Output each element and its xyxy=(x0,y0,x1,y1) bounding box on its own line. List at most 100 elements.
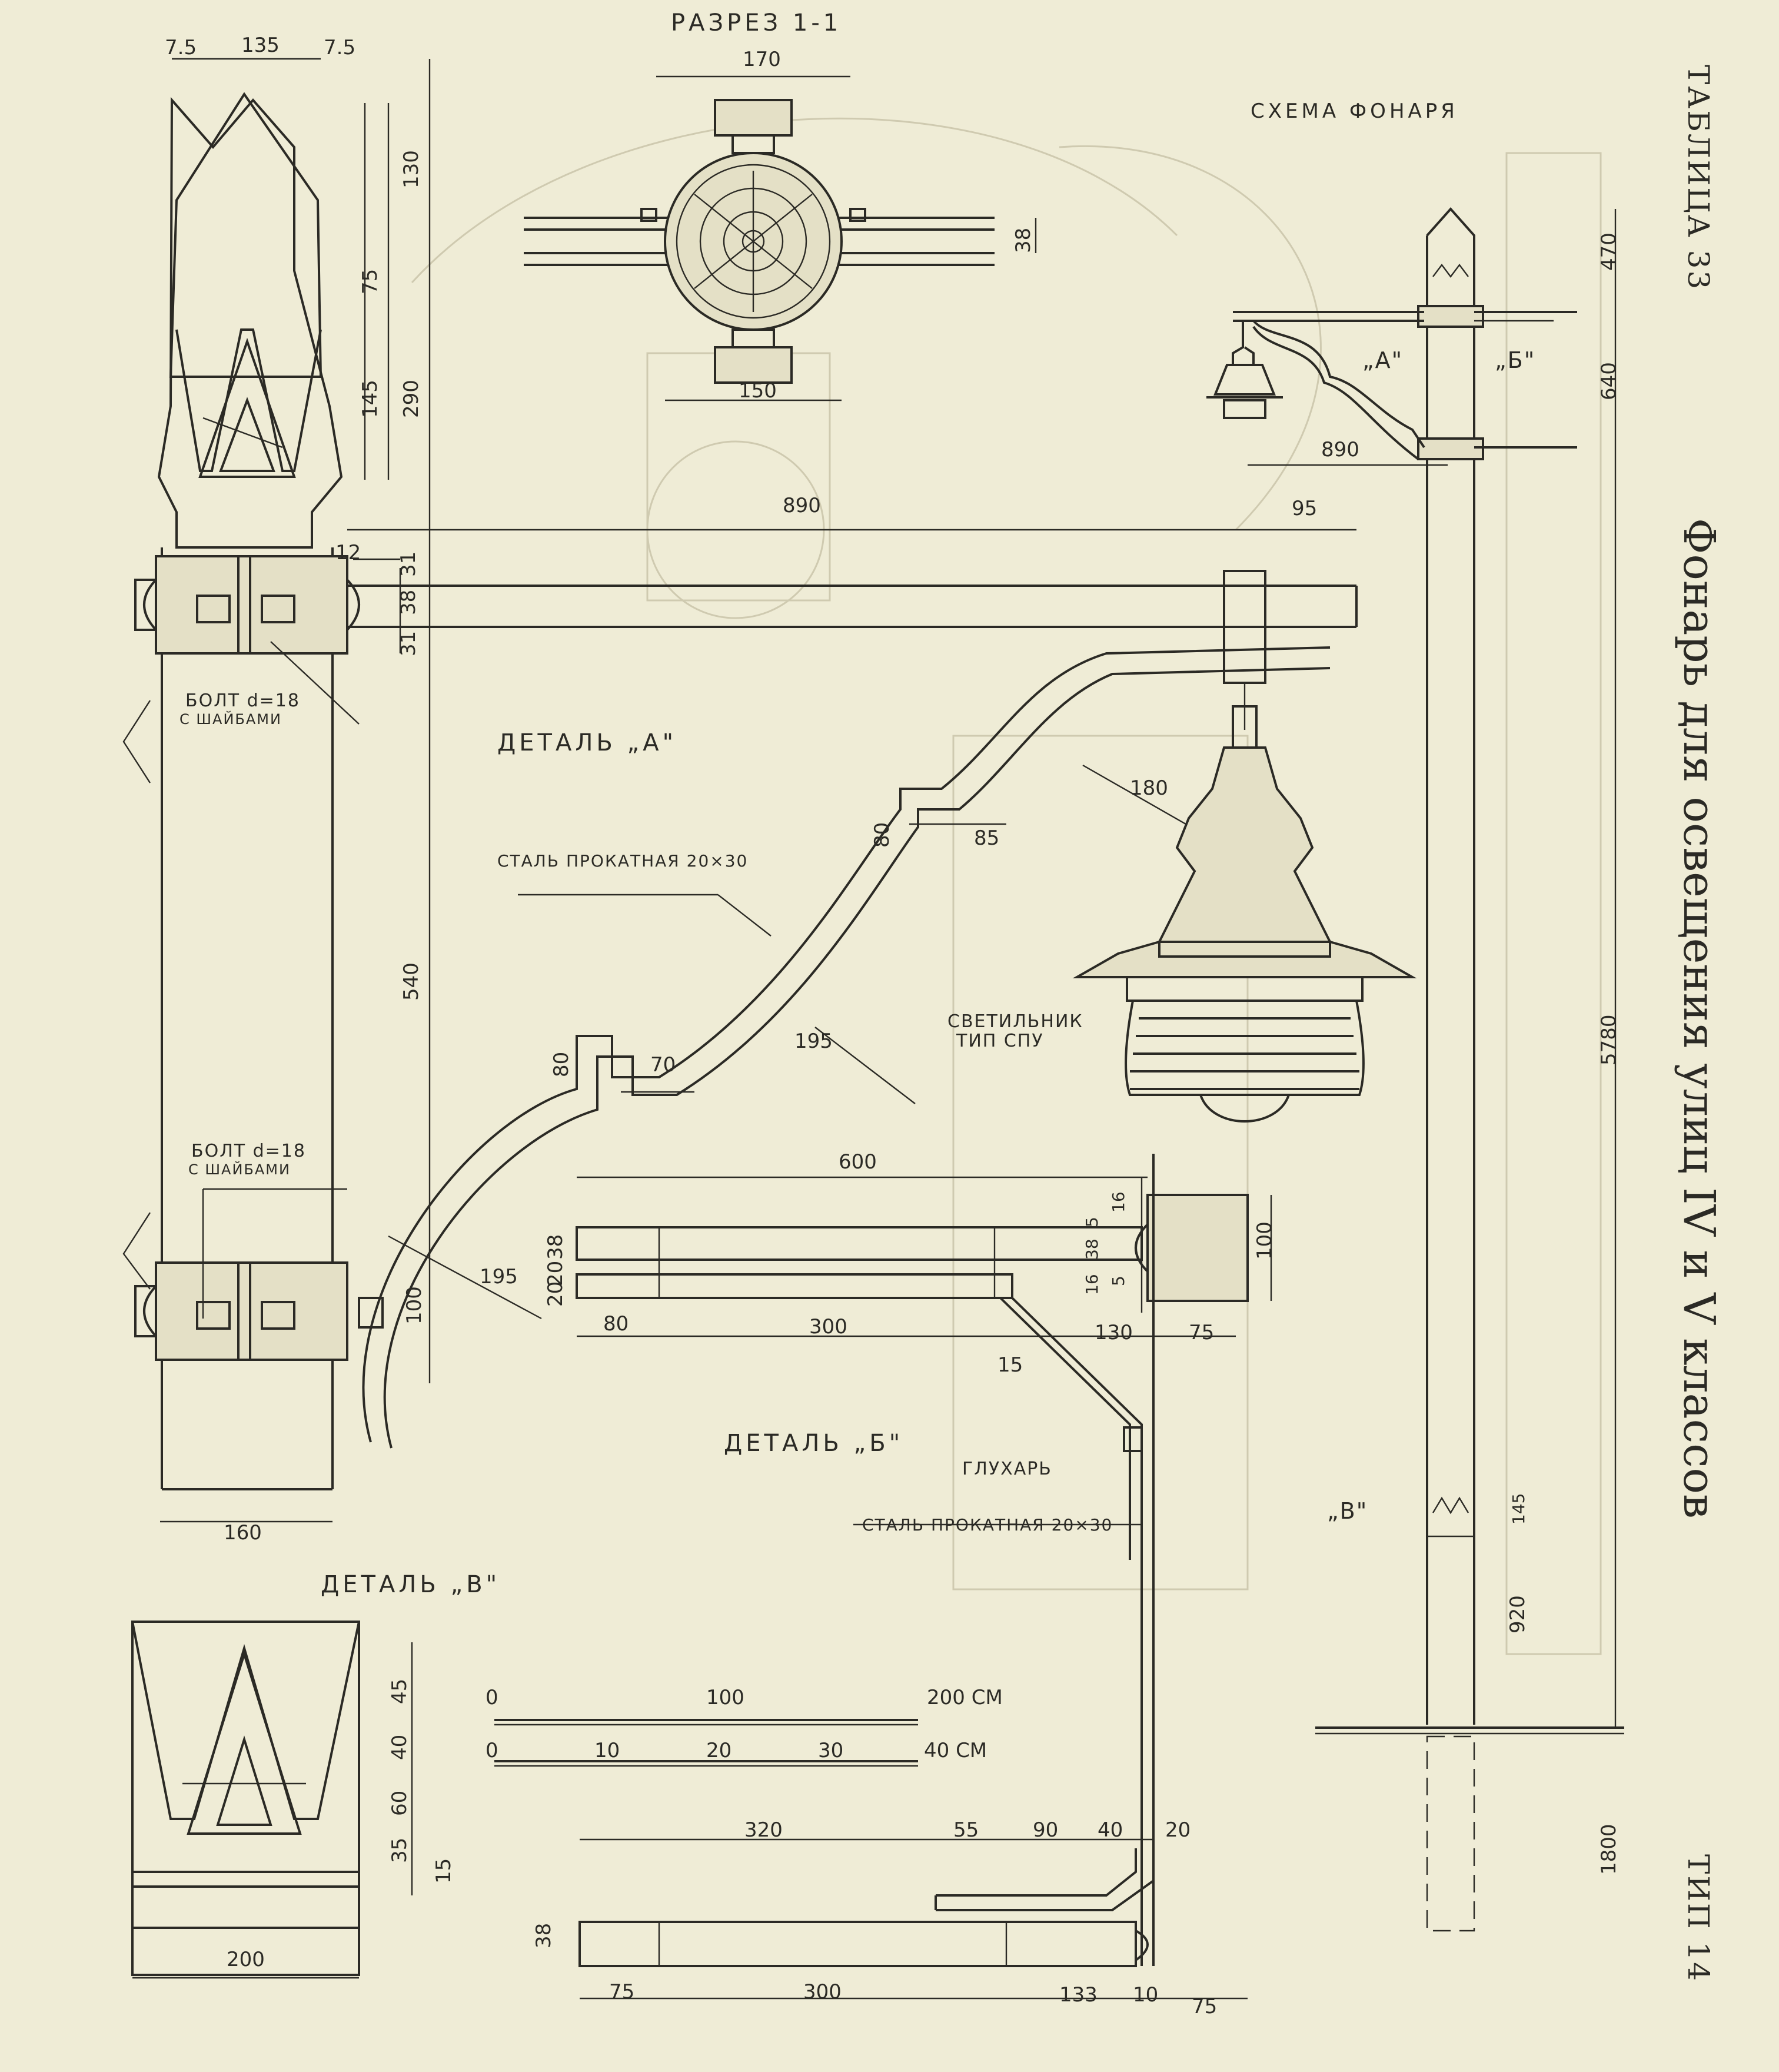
dim: 15 xyxy=(432,1858,455,1884)
dim: 130 xyxy=(1095,1321,1133,1344)
scale-label: 20 xyxy=(706,1739,731,1762)
steel-label-1: СТАЛЬ ПРОКАТНАЯ 20×30 xyxy=(497,851,748,871)
type-label: ТИП 14 xyxy=(1681,1854,1715,1983)
detail-v-label: ДЕТАЛЬ „В" xyxy=(321,1571,500,1598)
dim: 75 xyxy=(1189,1321,1214,1344)
detail-a-bracket xyxy=(358,570,1331,1449)
lamp-scheme xyxy=(1206,207,1624,1932)
dim: 31 xyxy=(397,631,420,656)
dim: 80 xyxy=(550,1052,573,1077)
dim: 890 xyxy=(1321,438,1359,461)
scale-label: 0 xyxy=(486,1686,498,1709)
sheet-title: Фонарь для освещения улиц IV и V классов xyxy=(1674,518,1724,1519)
scale-label: 40 СМ xyxy=(924,1739,987,1762)
dim: 130 xyxy=(400,150,423,188)
dim: 5 xyxy=(1082,1217,1102,1227)
dim: 290 xyxy=(400,380,423,418)
dim: 195 xyxy=(480,1265,518,1289)
lamp-ribs xyxy=(1130,1017,1359,1090)
dim: 38 xyxy=(544,1234,567,1260)
scheme-a-label: „А" xyxy=(1362,347,1403,373)
dim: 38 xyxy=(1082,1238,1102,1260)
dim: 20 xyxy=(1165,1818,1191,1842)
dim: 320 xyxy=(744,1818,783,1842)
dimension-labels: 7.5 135 7.5 12 160 890 95 180 85 195 70 … xyxy=(165,34,1621,2018)
dim: 1800 xyxy=(1597,1824,1621,1875)
scale-bars xyxy=(494,1719,918,1767)
background-ghost xyxy=(411,117,1602,1655)
dim: 12 xyxy=(335,541,361,565)
dim: 31 xyxy=(397,552,420,577)
dim: 15 xyxy=(997,1353,1023,1377)
section-1-1 xyxy=(524,75,1037,401)
detail-b xyxy=(576,1154,1272,1966)
scheme-label: СХЕМА ФОНАРЯ xyxy=(1251,99,1458,123)
dim: 640 xyxy=(1597,362,1621,400)
dim: 890 xyxy=(783,494,821,517)
dim: 300 xyxy=(809,1315,847,1339)
lamp-label-2: ТИП СПУ xyxy=(956,1031,1044,1051)
dim: 600 xyxy=(839,1150,877,1174)
dim: 180 xyxy=(1130,776,1168,800)
dim: 38 xyxy=(397,590,420,615)
dim: 7.5 xyxy=(165,36,197,59)
dim: 7.5 xyxy=(324,36,355,59)
dim: 10 xyxy=(1133,1983,1158,2007)
scale-label: 0 xyxy=(486,1739,498,1762)
dim: 135 xyxy=(241,34,280,57)
dim: 20 xyxy=(544,1261,567,1286)
scheme-b-label: „Б" xyxy=(1495,347,1535,373)
dim: 100 xyxy=(1253,1221,1276,1260)
dim: 38 xyxy=(1012,228,1035,253)
scale-label: 10 xyxy=(594,1739,620,1762)
dim: 75 xyxy=(1192,1995,1217,2018)
bolt-label-2: БОЛТ d=18 xyxy=(191,1141,306,1161)
dim: 300 xyxy=(803,1980,842,2004)
dim: 920 xyxy=(1506,1595,1529,1633)
dim: 150 xyxy=(739,379,777,403)
dim: 55 xyxy=(953,1818,979,1842)
section-label: РАЗРЕЗ 1-1 xyxy=(671,9,842,36)
lamp-label-1: СВЕТИЛЬНИК xyxy=(947,1011,1083,1032)
bolt-label-2b: С ШАЙБАМИ xyxy=(188,1161,291,1178)
dim: 195 xyxy=(794,1030,833,1053)
scale-label: 200 СМ xyxy=(927,1686,1003,1709)
dim: 170 xyxy=(743,48,781,71)
dim: 85 xyxy=(974,826,999,850)
blind-label: ГЛУХАРЬ xyxy=(962,1459,1052,1479)
dim: 75 xyxy=(609,1980,634,2004)
steel-label-2: СТАЛЬ ПРОКАТНАЯ 20×30 xyxy=(862,1515,1113,1535)
dim: 16 xyxy=(1082,1274,1102,1295)
detail-bottom-arm xyxy=(578,1838,1248,2000)
dim: 95 xyxy=(1292,497,1317,520)
post-elevation xyxy=(122,58,1358,1523)
lamp-svu xyxy=(1072,705,1417,1123)
dim: 200 xyxy=(227,1948,265,1971)
dim: 100 xyxy=(403,1286,426,1324)
dim: 540 xyxy=(400,962,423,1001)
dim: 145 xyxy=(358,380,382,418)
dim: 160 xyxy=(224,1521,262,1545)
scale-label: 100 xyxy=(706,1686,744,1709)
scheme-v-label: „В" xyxy=(1327,1498,1368,1524)
dim: 75 xyxy=(358,269,382,294)
dim: 20 xyxy=(544,1281,567,1307)
dim: 45 xyxy=(388,1679,411,1704)
dim: 90 xyxy=(1033,1818,1058,1842)
dim: 133 xyxy=(1059,1983,1098,2007)
dim: 60 xyxy=(388,1791,411,1816)
dim: 145 xyxy=(1509,1493,1528,1525)
dim: 5 xyxy=(1109,1276,1128,1286)
dim: 80 xyxy=(603,1312,629,1336)
detail-v xyxy=(131,1621,413,1979)
detail-a-label: ДЕТАЛЬ „А" xyxy=(497,729,677,756)
detail-b-label: ДЕТАЛЬ „Б" xyxy=(724,1430,903,1457)
table-label: ТАБЛИЦА 33 xyxy=(1681,65,1715,291)
bolt-label-1: БОЛТ d=18 xyxy=(185,690,300,711)
scale-label: 30 xyxy=(818,1739,843,1762)
bolt-label-1b: С ШАЙБАМИ xyxy=(179,710,282,728)
dim: 70 xyxy=(650,1053,676,1077)
dim: 38 xyxy=(532,1923,556,1948)
